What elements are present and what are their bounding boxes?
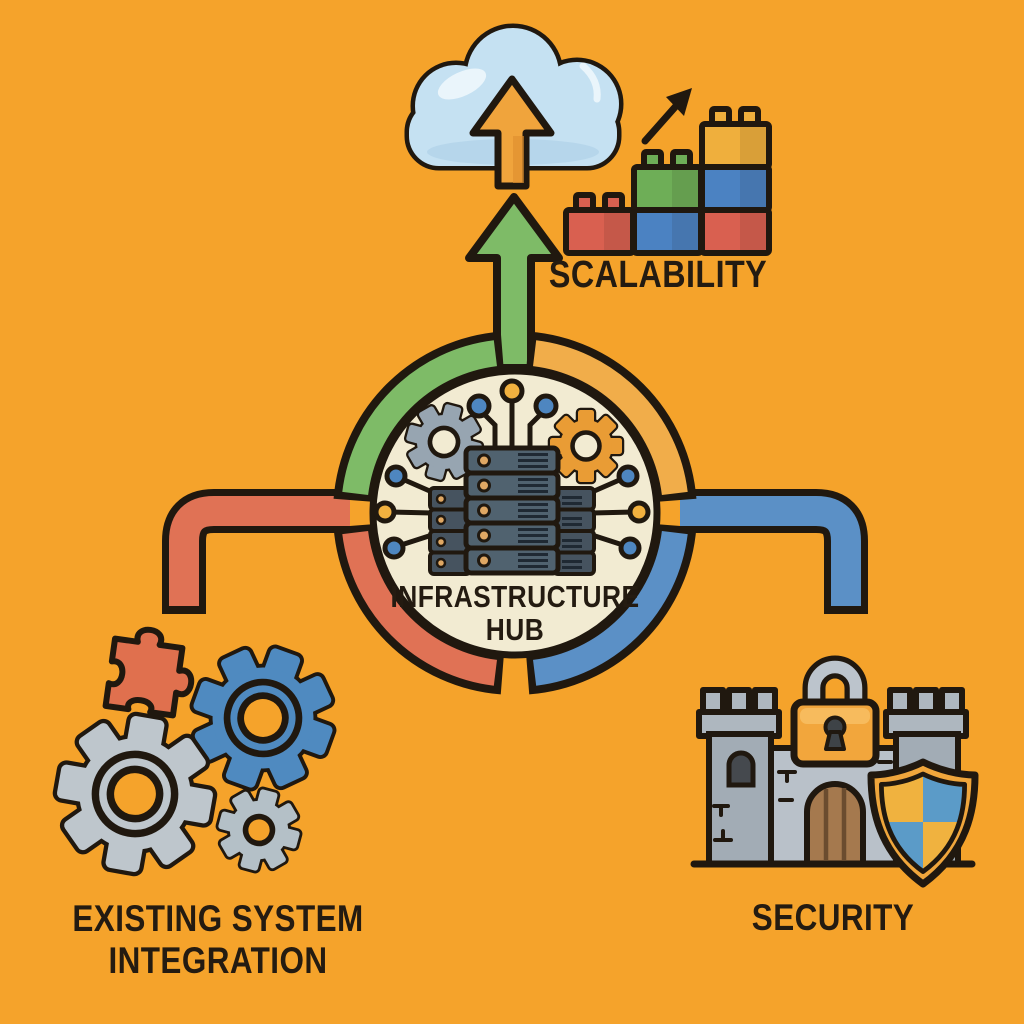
security-label: SECURITY: [752, 897, 914, 939]
hub-gear-gray-icon: [398, 396, 490, 488]
gear-gray-small-icon: [210, 781, 309, 880]
castle-door: [804, 781, 866, 867]
gear-blue-icon: [173, 628, 352, 807]
circuit-nodes-icon: [373, 378, 651, 560]
scalability-label-text: SCALABILITY: [548, 254, 768, 296]
integration-connector-line: [162, 489, 350, 614]
growth-arrow-icon: [641, 88, 692, 145]
integration-label: EXISTING SYSTEM INTEGRATION: [72, 898, 363, 982]
castle-icon: [690, 655, 979, 888]
server-stack-icon: [463, 445, 561, 576]
hub-label-line2: HUB: [485, 612, 545, 647]
hub-label: INFRASTRUCTURE HUB: [391, 580, 640, 646]
scalability-label: SCALABILITY: [549, 254, 767, 297]
integration-gears-icon: [46, 625, 353, 883]
hub-gear-orange-icon: [550, 410, 622, 482]
castle-left-tower: [696, 687, 782, 867]
security-connector-line: [680, 489, 868, 614]
building-blocks-icon: [563, 88, 772, 256]
gear-gray-large-icon: [46, 705, 224, 883]
padlock-icon: [790, 655, 880, 768]
puzzle-piece-icon: [102, 626, 195, 719]
integration-label-line2: INTEGRATION: [108, 940, 328, 981]
security-label-text: SECURITY: [751, 897, 915, 938]
server-stack-side-right: [552, 486, 596, 576]
hub-label-line1: INFRASTRUCTURE: [390, 579, 640, 614]
integration-label-line1: EXISTING SYSTEM: [72, 898, 364, 939]
cloud-upload-icon: [404, 23, 624, 190]
upload-arrow-icon: [469, 75, 555, 190]
hub-servers-illustration: [373, 378, 651, 576]
